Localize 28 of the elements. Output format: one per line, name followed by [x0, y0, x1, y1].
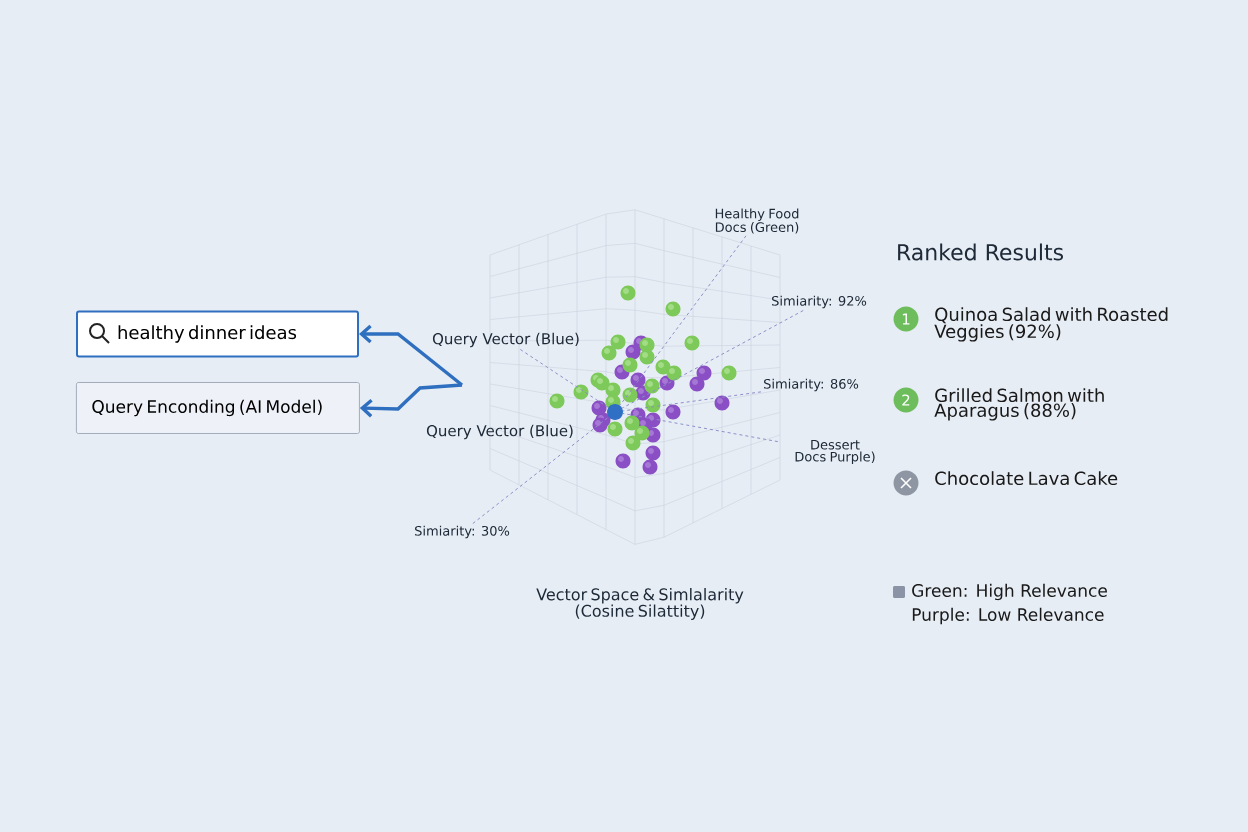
leader-line	[622, 412, 779, 443]
callout-label: Simiarity: 92%	[772, 295, 867, 309]
callout-label: Dessert Docs Purple)	[795, 439, 875, 465]
process-box: Query Enconding (AI Model)	[76, 382, 360, 434]
leader-line	[619, 235, 747, 406]
callout-label: Simiarity: 86%	[764, 378, 859, 392]
rejected-icon	[893, 470, 919, 496]
callout-label: Simiarity: 30%	[415, 525, 510, 539]
query-point	[607, 404, 623, 420]
callout-label: Healthy Food Docs (Green)	[715, 208, 799, 234]
legend-text: Green: High Relevance	[912, 583, 1107, 601]
section-heading: Ranked Results	[898, 243, 1063, 261]
rank-badge: 1	[893, 306, 919, 332]
rank-badge: 2	[893, 387, 919, 413]
arrow	[359, 324, 464, 387]
caption: Vector Space & Simlalarity (Cosine Silattity)	[536, 588, 744, 620]
arrow	[359, 383, 463, 418]
legend-text: Purple: Low Relevance	[912, 607, 1104, 625]
result-text: Chocolate Lava Cake	[935, 471, 1118, 486]
search-field: healthy dinner ideas	[76, 310, 359, 358]
result-text: Grilled Salmon with Aparagus (88%)	[934, 388, 1104, 421]
callout-label: Query Vector (Blue)	[426, 424, 573, 440]
leader-line	[472, 416, 610, 524]
result-text: Quinoa Salad with Roasted Veggies (92%)	[934, 307, 1168, 342]
leader-line	[622, 391, 762, 412]
leader-line	[621, 310, 804, 409]
leader-line	[519, 348, 609, 408]
callout-label: Query Vector (Blue)	[432, 332, 579, 348]
